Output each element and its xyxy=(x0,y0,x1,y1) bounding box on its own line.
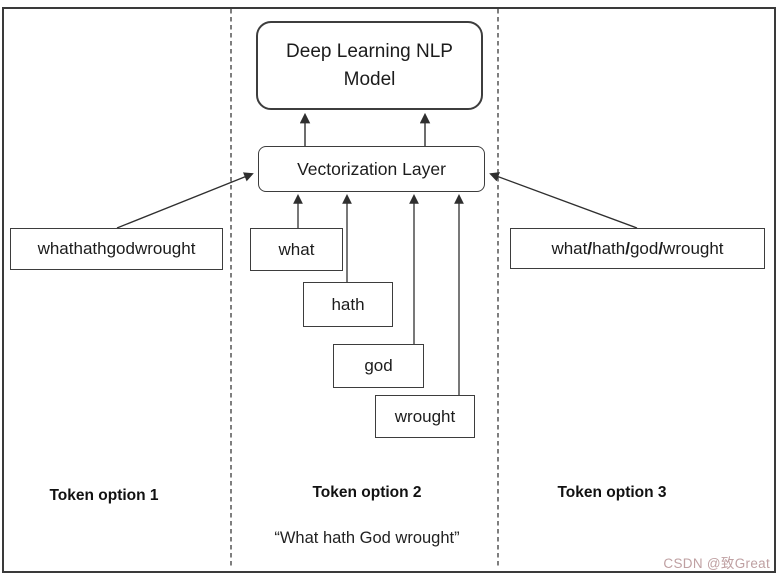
token-box-wrought: wrought xyxy=(375,395,475,438)
outer-border-frame xyxy=(2,7,776,573)
token-option-1-box-label: whathathgodwrought xyxy=(37,239,196,258)
deep-learning-nlp-model-label: Deep Learning NLP Model xyxy=(286,40,453,90)
token-option-3-box: what/hath/god/wrought xyxy=(510,228,765,269)
token-what-label: what xyxy=(278,239,315,259)
token-option-1-box: whathathgodwrought xyxy=(10,228,223,270)
vectorization-layer-label: Vectorization Layer xyxy=(297,158,446,179)
deep-learning-nlp-model-box: Deep Learning NLP Model xyxy=(256,21,483,110)
token-box-god: god xyxy=(333,344,424,388)
csdn-watermark: CSDN @致Great xyxy=(663,556,770,571)
token-box-what: what xyxy=(250,228,343,271)
token-option-3-label: Token option 3 xyxy=(557,484,667,501)
example-sentence-quote: “What hath God wrought” xyxy=(274,529,460,547)
token-option-2-label: Token option 2 xyxy=(312,484,422,501)
token-wrought-label: wrought xyxy=(394,406,456,426)
token-hath-label: hath xyxy=(331,294,365,314)
token-option-3-box-label: what/hath/god/wrought xyxy=(551,238,724,258)
token-box-hath: hath xyxy=(303,282,393,327)
token-god-label: god xyxy=(364,356,393,375)
vectorization-layer-box: Vectorization Layer xyxy=(258,146,485,192)
token-option-1-label: Token option 1 xyxy=(49,487,159,504)
